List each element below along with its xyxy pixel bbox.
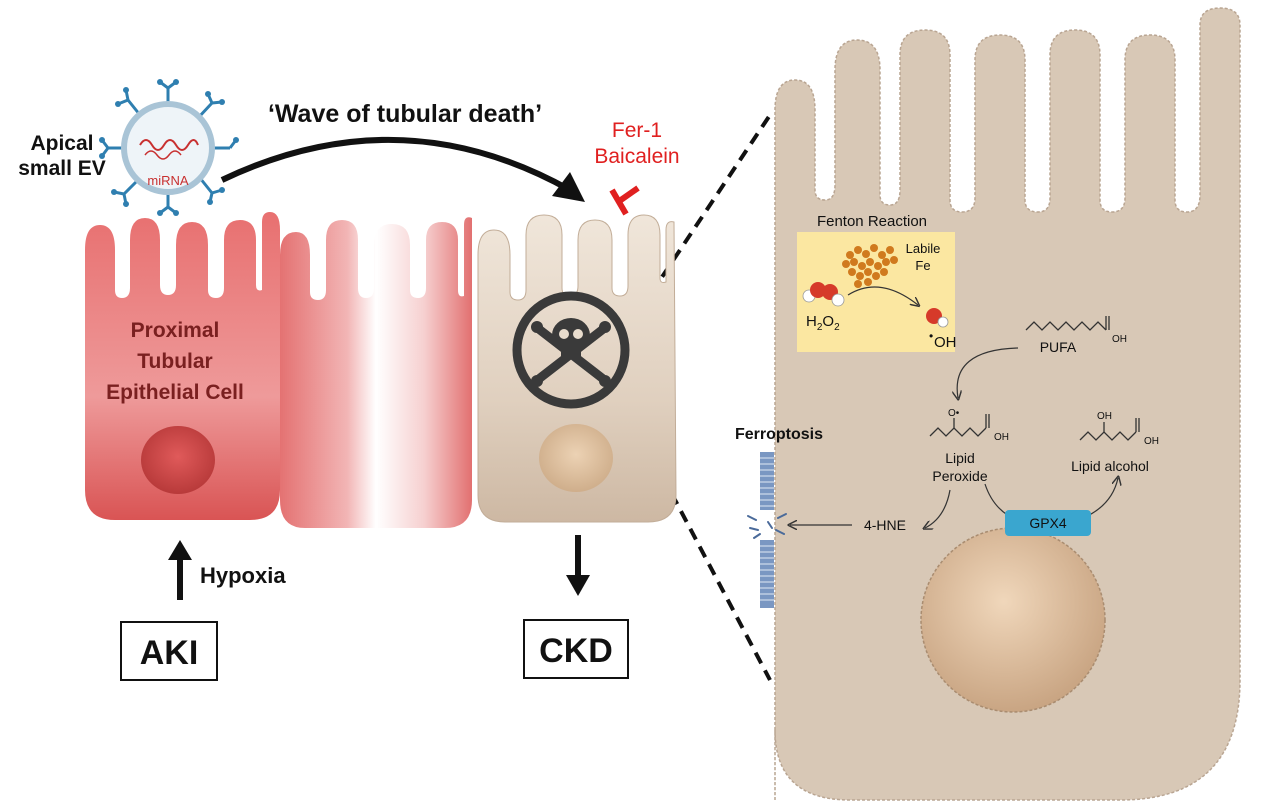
wave-label: ‘Wave of tubular death’	[268, 100, 542, 128]
ckd-label: CKD	[539, 632, 613, 670]
labile-label-line2: Fe	[915, 258, 930, 273]
mirna-label: miRNA	[147, 173, 188, 188]
small-ev-icon	[99, 79, 239, 216]
aki-box	[120, 621, 218, 681]
lipid-peroxide-line1: Lipid	[945, 450, 975, 466]
alcohol-oh: OH	[1144, 436, 1159, 447]
ckd-nucleus	[539, 424, 613, 492]
alcohol-oh-top: OH	[1097, 411, 1112, 422]
lipid-alcohol-label: Lipid alcohol	[1071, 458, 1149, 474]
aki-label: AKI	[140, 634, 199, 672]
inhibitor-line1: Fer-1	[612, 119, 662, 142]
cell-label-line2: Tubular	[137, 350, 212, 373]
pufa-oh: OH	[1112, 334, 1127, 345]
ckd-arrow-head	[566, 575, 590, 596]
skull-crossbones-icon	[512, 291, 630, 409]
h2o2-molecule-icon	[802, 282, 845, 307]
lipid-peroxide-line2: Peroxide	[932, 468, 987, 484]
ckd-cell	[477, 214, 677, 523]
hne-label: 4-HNE	[864, 517, 906, 533]
hydroxyl-radical-icon	[926, 308, 949, 328]
wave-arrow-head	[552, 172, 585, 202]
oh-radical-label: OH	[934, 334, 957, 351]
wave-arrow	[220, 136, 572, 193]
peroxide-to-hne-arrow	[925, 489, 951, 528]
cell-label-line1: Proximal	[131, 319, 220, 342]
oh-radical-dot: •	[929, 329, 933, 343]
ckd-box	[523, 619, 629, 679]
hypoxia-label: Hypoxia	[200, 563, 286, 588]
pufa-label: PUFA	[1040, 339, 1077, 355]
inhibition-symbol	[609, 185, 640, 216]
h2o2-label: H2O2	[806, 313, 840, 333]
labile-label-line1: Labile	[906, 241, 941, 256]
ev-label-line2: small EV	[18, 157, 106, 180]
pufa-to-peroxide-arrow	[957, 347, 1019, 398]
pufa-chain	[1025, 321, 1107, 331]
labile-iron-icon	[842, 244, 898, 288]
zoomed-cell	[774, 7, 1241, 801]
gpx4-label: GPX4	[1029, 515, 1067, 531]
inhibitor-line2: Baicalein	[594, 145, 679, 168]
gpx4-badge	[1005, 510, 1091, 536]
dying-cell	[280, 217, 472, 529]
lipid-peroxide-chain	[929, 427, 987, 437]
cell-label-line3: Epithelial Cell	[106, 381, 244, 404]
peroxide-oh: OH	[994, 432, 1009, 443]
fenton-arrow	[847, 286, 918, 305]
lipid-alcohol-chain	[1079, 431, 1137, 441]
fenton-title: Fenton Reaction	[817, 213, 927, 230]
aki-nucleus	[141, 426, 215, 494]
ferroptosis-label: Ferroptosis	[735, 426, 823, 443]
hypoxia-arrow-head	[168, 540, 192, 560]
peroxide-o-radical: O•	[948, 408, 960, 419]
aki-cell	[85, 212, 280, 520]
zoomed-nucleus	[920, 527, 1106, 713]
lipid-membrane-icon	[747, 452, 787, 608]
ev-label-line1: Apical	[30, 132, 93, 155]
